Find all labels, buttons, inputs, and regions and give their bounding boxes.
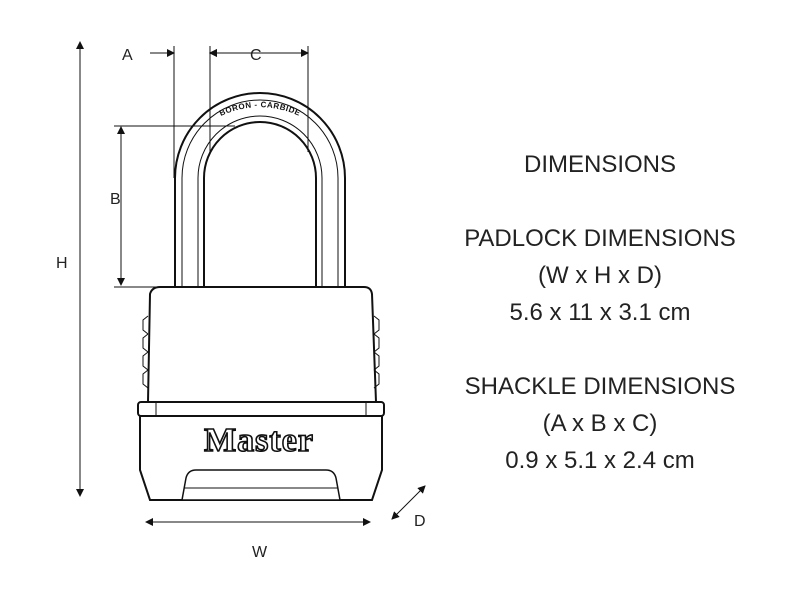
padlock-dimensions-block: PADLOCK DIMENSIONS (W x H x D) 5.6 x 11 …	[430, 220, 770, 331]
dimension-lines	[76, 41, 426, 526]
shackle-dimensions-value: 0.9 x 5.1 x 2.4 cm	[505, 447, 695, 474]
shackle-engraving: BORON - CARBIDE	[218, 100, 302, 118]
label-w: W	[252, 544, 268, 561]
shackle-dimensions-block: SHACKLE DIMENSIONS (A x B x C) 0.9 x 5.1…	[430, 368, 770, 479]
padlock-dimensions-axes: (W x H x D)	[538, 262, 662, 289]
label-d: D	[414, 513, 426, 530]
shackle	[174, 92, 346, 290]
padlock-dimensions-value: 5.6 x 11 x 3.1 cm	[509, 299, 691, 326]
shackle-dimensions-axes: (A x B x C)	[542, 410, 658, 437]
label-h: H	[56, 255, 68, 272]
right-grip-ridges	[373, 315, 380, 389]
lock-body	[137, 286, 385, 501]
padlock-dimensions-title: PADLOCK DIMENSIONS	[464, 225, 736, 252]
brand-logo: Master	[204, 422, 314, 459]
dimensions-heading: DIMENSIONS	[523, 151, 676, 178]
label-c: C	[250, 47, 262, 64]
shackle-dimensions-title: SHACKLE DIMENSIONS	[464, 373, 736, 400]
left-grip-ridges	[142, 315, 149, 389]
depth-dimension-line	[391, 485, 426, 520]
label-b: B	[110, 191, 121, 208]
label-a: A	[122, 47, 133, 64]
